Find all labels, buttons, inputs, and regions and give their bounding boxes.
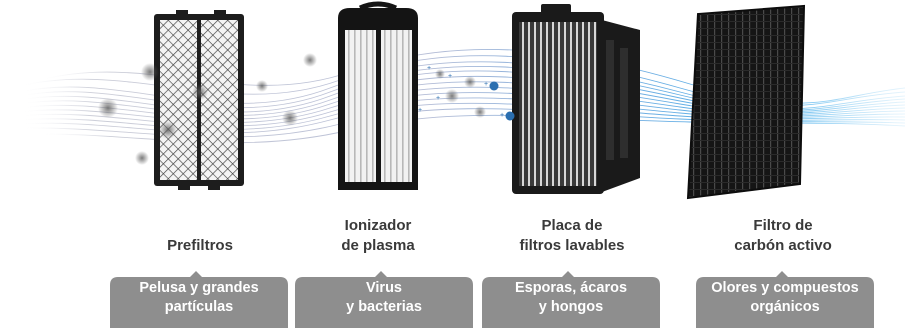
svg-text:+: + bbox=[448, 73, 452, 80]
filter-illustration: + + + + + + bbox=[19, 1, 906, 200]
stage-title-prefilter: Prefiltros bbox=[167, 237, 233, 254]
badge-ionizer: Virus y bacterias bbox=[295, 271, 473, 328]
badge-text-ionizer: Virus y bacterias bbox=[346, 280, 422, 315]
stage-title-carbon: Filtro de carbón activo bbox=[734, 217, 832, 254]
svg-text:+: + bbox=[500, 112, 504, 119]
svg-text:+: + bbox=[484, 81, 488, 88]
badge-text-carbon: Olores y compuestos orgánicos bbox=[711, 280, 859, 315]
stage-title-washable: Placa de filtros lavables bbox=[519, 217, 625, 254]
ionizer-panel bbox=[338, 1, 418, 190]
badge-text-prefilter: Pelusa y grandes partículas bbox=[139, 280, 259, 315]
badge-carbon: Olores y compuestos orgánicos bbox=[696, 271, 874, 328]
badge-prefilter: Pelusa y grandes partículas bbox=[110, 271, 288, 328]
carbon-filter-panel bbox=[686, 4, 806, 200]
prefilter-panel bbox=[154, 10, 244, 190]
badge-washable: Esporas, ácaros y hongos bbox=[482, 271, 660, 328]
svg-text:+: + bbox=[436, 95, 440, 102]
washable-filter-panel bbox=[512, 4, 640, 194]
dust-particles bbox=[98, 53, 486, 165]
svg-text:+: + bbox=[427, 65, 431, 72]
ion-particles: + + + + + + bbox=[418, 65, 515, 121]
badge-text-washable: Esporas, ácaros y hongos bbox=[514, 280, 628, 315]
stage-title-ionizer: Ionizador de plasma bbox=[341, 217, 415, 254]
svg-text:+: + bbox=[418, 107, 422, 114]
